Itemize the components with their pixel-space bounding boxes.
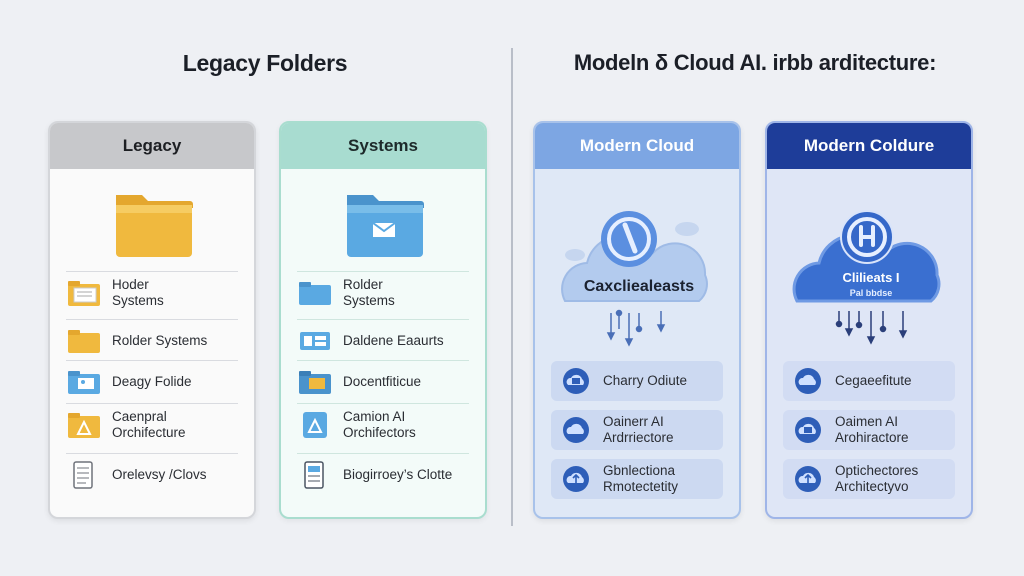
- section-divider: [511, 48, 513, 526]
- list-item[interactable]: Daldene Eaaurts: [297, 319, 469, 362]
- modern-cloud-panel: Modern Cloud Caxcliealeasts Charry Odiut…: [533, 121, 741, 519]
- card-label: Oainerr AI Ardrriectore: [603, 414, 674, 445]
- legacy-section-title: Legacy Folders: [182, 50, 348, 76]
- list-item-label: Rolder Systems: [343, 277, 395, 308]
- systems-panel-header: Systems: [281, 123, 485, 169]
- document-icon: [66, 460, 102, 490]
- cloud-label: Caxcliealeasts: [583, 278, 695, 295]
- list-item-label: Caenpral Orchifecture: [112, 409, 186, 440]
- card-label: Oaimen AI Arohiractore: [835, 414, 909, 445]
- folder-icon: [66, 326, 102, 356]
- systems-panel: Systems Rolder Systems Daldene Eaaurts D…: [279, 121, 487, 519]
- modern-culture-panel: Modern Coldure Clilieats I Pal bbdse Ceg…: [765, 121, 973, 519]
- cloud-upload-icon: [791, 464, 825, 494]
- list-item[interactable]: Caenpral Orchifecture: [66, 403, 238, 446]
- document-icon: [297, 460, 333, 490]
- folder-doc-icon: [66, 278, 102, 308]
- list-item-label: Docentfiticue: [343, 374, 422, 389]
- cloud-card[interactable]: Oaimen AI Arohiractore: [783, 410, 955, 450]
- modern-cloud-panel-header: Modern Cloud: [535, 123, 739, 169]
- cloud-illustration: [767, 193, 971, 353]
- list-item-label: Rolder Systems: [112, 333, 208, 348]
- legacy-panel: Legacy Hoder Systems Rolder Systems Deag…: [48, 121, 256, 519]
- cloud-card[interactable]: Cegaeefitute: [783, 361, 955, 401]
- list-item[interactable]: Biogirroey’s Clotte: [297, 453, 469, 496]
- legacy-panel-header: Legacy: [50, 123, 254, 169]
- large-blue-folder-icon: [281, 183, 485, 263]
- list-item-label: Orelevsy /Clovs: [112, 467, 207, 482]
- cloud-app-icon: [791, 415, 825, 445]
- cloud-card[interactable]: Gbnlectiona Rmotectetity: [551, 459, 723, 499]
- cloud-label: Clilieats I: [842, 270, 900, 285]
- large-folder-icon: [50, 183, 254, 263]
- modern-section-title: Modeln δ Cloud AI. irbb arditecture:: [573, 50, 937, 75]
- folder-image-icon: [66, 367, 102, 397]
- card-label: Cegaeefitute: [835, 373, 912, 388]
- cloud-app-icon: [791, 366, 825, 396]
- list-item-label: Deagy Folide: [112, 374, 192, 389]
- list-item[interactable]: Docentfiticue: [297, 360, 469, 403]
- list-item-label: Camion AI Orchifectors: [343, 409, 416, 440]
- cloud-card[interactable]: Oainerr AI Ardrriectore: [551, 410, 723, 450]
- folder-triangle-icon: [66, 410, 102, 440]
- modern-culture-panel-header: Modern Coldure: [767, 123, 971, 169]
- list-item[interactable]: Camion AI Orchifectors: [297, 403, 469, 446]
- card-label: Charry Odiute: [603, 373, 688, 388]
- cloud-card[interactable]: Optichectores Architectyvo: [783, 459, 955, 499]
- cloud-app-icon: [559, 366, 593, 396]
- triangle-doc-icon: [297, 410, 333, 440]
- list-item-label: Daldene Eaaurts: [343, 333, 444, 348]
- cloud-app-icon: [559, 415, 593, 445]
- list-item[interactable]: Orelevsy /Clovs: [66, 453, 238, 496]
- list-item[interactable]: Rolder Systems: [66, 319, 238, 362]
- network-icon: [297, 326, 333, 356]
- list-item-label: Biogirroey’s Clotte: [343, 467, 453, 482]
- cloud-illustration: [535, 193, 739, 353]
- folder-image-icon: [297, 367, 333, 397]
- list-item[interactable]: Deagy Folide: [66, 360, 238, 403]
- card-label: Gbnlectiona Rmotectetity: [603, 463, 679, 494]
- list-item[interactable]: Rolder Systems: [297, 271, 469, 314]
- folder-icon: [297, 278, 333, 308]
- list-item-label: Hoder Systems: [112, 277, 164, 308]
- list-item[interactable]: Hoder Systems: [66, 271, 238, 314]
- cloud-upload-icon: [559, 464, 593, 494]
- cloud-card[interactable]: Charry Odiute: [551, 361, 723, 401]
- card-label: Optichectores Architectyvo: [835, 463, 919, 494]
- cloud-sublabel: Pal bbdse: [849, 288, 893, 298]
